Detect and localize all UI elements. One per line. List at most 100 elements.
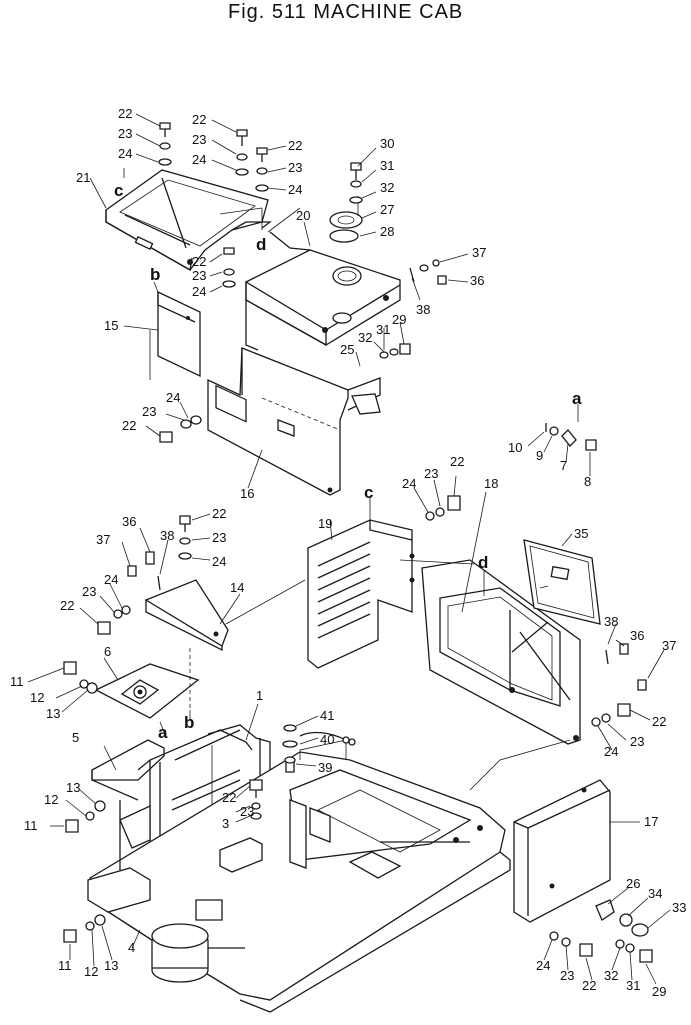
callout-23: 23 <box>212 530 226 545</box>
callout-39: 39 <box>318 760 332 775</box>
leader-lines <box>27 113 671 985</box>
callout-11: 11 <box>58 958 72 973</box>
callout-24: 24 <box>536 958 550 973</box>
callout-32: 32 <box>380 180 394 195</box>
callout-12: 12 <box>44 792 58 807</box>
window-frame-18 <box>421 559 581 745</box>
pillar-panel-19 <box>307 519 415 669</box>
callout-22: 22 <box>222 790 236 805</box>
callout-8: 8 <box>584 474 591 489</box>
callout-22: 22 <box>212 506 226 521</box>
louver-vents <box>317 541 371 639</box>
callout-22: 22 <box>582 978 596 993</box>
callout-23: 23 <box>142 404 156 419</box>
floor-plate-6 <box>94 663 200 719</box>
callout-6: 6 <box>104 644 111 659</box>
callout-31: 31 <box>380 158 394 173</box>
callout-23: 23 <box>560 968 574 983</box>
callout-23: 23 <box>288 160 302 175</box>
callout-29: 29 <box>392 312 406 327</box>
callout-38: 38 <box>604 614 618 629</box>
callout-13: 13 <box>66 780 80 795</box>
callout-3: 3 <box>222 816 229 831</box>
callout-letter-a: a <box>572 389 582 408</box>
callout-letter-c: c <box>364 483 373 502</box>
seat-stand-4 <box>151 899 245 983</box>
callout-23: 23 <box>118 126 132 141</box>
callout-14: 14 <box>230 580 244 595</box>
callout-22: 22 <box>118 106 132 121</box>
callout-31: 31 <box>376 322 390 337</box>
callout-23: 23 <box>240 804 254 819</box>
callout-labels: 22 23 24 21 c 22 23 24 22 23 24 d 20 22 … <box>10 106 686 999</box>
callout-19: 19 <box>318 516 332 531</box>
callout-letter-a: a <box>158 723 168 742</box>
floor-frame <box>87 739 511 1013</box>
side-cover-17 <box>513 779 611 923</box>
callout-9: 9 <box>536 448 543 463</box>
fitting-39-41 <box>282 724 356 773</box>
callout-32: 32 <box>604 968 618 983</box>
callout-29: 29 <box>652 984 666 999</box>
callout-11: 11 <box>24 818 38 833</box>
callout-25: 25 <box>340 342 354 357</box>
callout-22: 22 <box>288 138 302 153</box>
callout-22: 22 <box>192 254 206 269</box>
callout-36: 36 <box>122 514 136 529</box>
callout-24: 24 <box>104 572 118 587</box>
callout-30: 30 <box>380 136 394 151</box>
callout-4: 4 <box>128 940 135 955</box>
callout-32: 32 <box>358 330 372 345</box>
callout-letter-c: c <box>114 181 123 200</box>
callout-36: 36 <box>470 273 484 288</box>
callout-22: 22 <box>192 112 206 127</box>
callout-23: 23 <box>192 268 206 283</box>
upper-cover-20 <box>245 231 401 351</box>
callout-11: 11 <box>10 674 24 689</box>
callout-37: 37 <box>662 638 676 653</box>
callout-34: 34 <box>648 886 662 901</box>
callout-37: 37 <box>96 532 110 547</box>
callout-27: 27 <box>380 202 394 217</box>
callout-23: 23 <box>192 132 206 147</box>
callout-24: 24 <box>166 390 180 405</box>
callout-26: 26 <box>626 876 640 891</box>
callout-23: 23 <box>630 734 644 749</box>
callout-17: 17 <box>644 814 658 829</box>
callout-40: 40 <box>320 732 334 747</box>
callout-24: 24 <box>212 554 226 569</box>
callout-7: 7 <box>560 458 567 473</box>
callout-letter-b: b <box>184 713 194 732</box>
bracket-14 <box>144 579 229 652</box>
callout-35: 35 <box>574 526 588 541</box>
callout-41: 41 <box>320 708 334 723</box>
callout-22: 22 <box>652 714 666 729</box>
callout-22: 22 <box>60 598 74 613</box>
roof-panel-21 <box>105 169 272 272</box>
callout-20: 20 <box>296 208 310 223</box>
callout-23: 23 <box>82 584 96 599</box>
callout-24: 24 <box>402 476 416 491</box>
callout-24: 24 <box>192 284 206 299</box>
door-panel-35 <box>523 539 601 625</box>
callout-letter-d: d <box>256 235 266 254</box>
callout-24: 24 <box>288 182 302 197</box>
callout-31: 31 <box>626 978 640 993</box>
callout-5: 5 <box>72 730 79 745</box>
callout-37: 37 <box>472 245 486 260</box>
callout-36: 36 <box>630 628 644 643</box>
callout-38: 38 <box>416 302 430 317</box>
callout-1: 1 <box>256 688 263 703</box>
callout-24: 24 <box>604 744 618 759</box>
callout-22: 22 <box>122 418 136 433</box>
figure-title: Fig. 511 MACHINE CAB <box>228 1 463 23</box>
callout-16: 16 <box>240 486 254 501</box>
callout-13: 13 <box>104 958 118 973</box>
callout-28: 28 <box>380 224 394 239</box>
callout-10: 10 <box>508 440 522 455</box>
callout-12: 12 <box>30 690 44 705</box>
callout-21: 21 <box>76 170 90 185</box>
callout-letter-b: b <box>150 265 160 284</box>
